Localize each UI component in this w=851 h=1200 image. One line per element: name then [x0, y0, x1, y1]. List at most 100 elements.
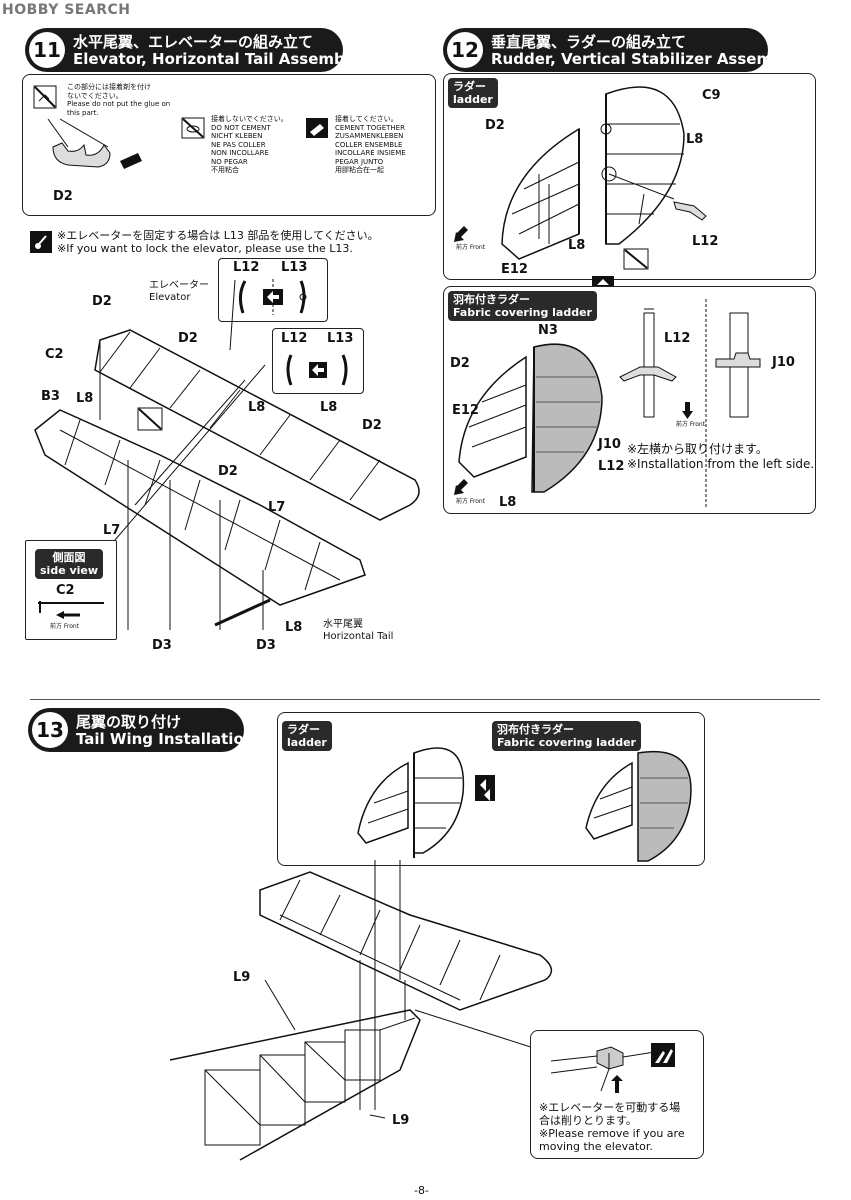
lock-note-jp: ※エレベーターを固定する場合は L13 部品を使用してください。: [57, 229, 379, 242]
step12-label-l8-a: L8: [686, 132, 704, 147]
step12-label-e12: E12: [501, 262, 528, 277]
cement-together-fr: COLLER ENSEMBLE: [335, 140, 403, 149]
cement-together-es: PEGAR JUNTO: [335, 157, 384, 166]
step11-banner: 11 水平尾翼、エレベーターの組み立て Elevator, Horizontal…: [25, 28, 360, 72]
step12-install-note-en: ※Installation from the left side.: [627, 457, 815, 471]
watermark-text: HOBBY SEARCH: [2, 2, 131, 18]
step11-title-en: Elevator, Horizontal Tail Assembly: [73, 50, 360, 68]
section-separator: [30, 699, 820, 700]
label-l8-c: L8: [320, 400, 338, 415]
step11-number: 11: [29, 32, 65, 68]
step12-ladder-en: ladder: [453, 93, 493, 106]
label-b3: B3: [41, 389, 60, 404]
label-l7-a: L7: [268, 500, 286, 515]
cement-together-jp: 接着してください。: [335, 115, 398, 123]
part-d2-drawing: [38, 117, 142, 169]
remove-note-line1: ※エレベーターを可動する場: [539, 1101, 681, 1114]
page-number: -8-: [414, 1184, 429, 1197]
glue-note-line2: ないでください。: [67, 91, 123, 100]
side-view-en: side view: [40, 564, 99, 577]
label-d3-b: D3: [256, 638, 276, 653]
step12-fabric-tag: 羽布付きラダー Fabric covering ladder: [448, 291, 597, 321]
step12-label-l12: L12: [692, 234, 719, 249]
side-view-jp: 側面図: [52, 551, 86, 564]
step12-fabric-l8: L8: [499, 495, 517, 510]
inset-bottom-l13: L13: [327, 331, 354, 346]
horizontal-tail-label-jp: 水平尾翼: [323, 619, 363, 630]
step13-top-panel: ラダー ladder 羽布付きラダー Fabric covering ladde…: [277, 712, 705, 866]
step12-fabric-j10-detail: J10: [772, 355, 795, 370]
do-not-cement-icon: [181, 117, 205, 139]
step12-fabric-d2: D2: [450, 356, 470, 371]
cement-together-zh: 用膠粘合在一起: [335, 166, 384, 174]
do-not-cement-it: NON INCOLLARE: [211, 149, 269, 157]
rudder-frame-drawing: [454, 74, 814, 279]
label-l7-b: L7: [103, 523, 121, 538]
side-view-front-label: 前方 Front: [50, 623, 80, 630]
step12-front-label-a: 前方 Front: [456, 244, 486, 251]
remove-part-drawing: [531, 1031, 703, 1093]
side-view-c2: C2: [56, 583, 75, 598]
step13-ladder-jp: ラダー: [287, 723, 320, 736]
step13-remove-inset: ※エレベーターを可動する場 合は削りとります。 ※Please remove i…: [530, 1030, 704, 1159]
glue-note-line1: この部分には接着剤を付け: [67, 83, 151, 91]
step13-number: 13: [32, 712, 68, 748]
step13-label-l9-b: L9: [392, 1113, 410, 1128]
do-not-cement-en: DO NOT CEMENT: [211, 123, 271, 132]
remove-note-line4: moving the elevator.: [539, 1140, 653, 1153]
step12-install-note-jp: ※左横から取り付けます。: [627, 442, 768, 456]
label-d3-a: D3: [152, 638, 172, 653]
step12-banner: 12 垂直尾翼、ラダーの組み立て Rudder, Vertical Stabil…: [443, 28, 798, 72]
step13-fabric-tag: 羽布付きラダー Fabric covering ladder: [492, 721, 641, 751]
step13-ladder-en: ladder: [287, 736, 327, 749]
l12-l13-swap-drawing-2: [277, 351, 359, 389]
fabric-rudder-drawing: [454, 287, 815, 513]
label-l8-a: L8: [76, 391, 94, 406]
do-not-cement-zh: 不用粘合: [211, 166, 239, 174]
step13-title-jp: 尾翼の取り付け: [76, 713, 182, 731]
step13-banner: 13 尾翼の取り付け Tail Wing Installation: [28, 708, 254, 752]
step12-label-d2: D2: [485, 118, 505, 133]
step13-fabric-jp: 羽布付きラダー: [497, 723, 574, 736]
l12-l13-inset-bottom: L12 L13: [272, 328, 364, 394]
do-not-cement-de: NICHT KLEBEN: [211, 132, 263, 140]
inset-bottom-l12: L12: [281, 331, 308, 346]
watermark-logo: HOBBY SEARCH: [2, 2, 130, 18]
side-view-inset: 側面図 side view C2 前方 Front: [25, 540, 117, 640]
remove-note-line2: 合は削りとります。: [539, 1114, 637, 1127]
l12-l13-swap-drawing: [227, 277, 307, 317]
do-not-cement-es: NO PEGAR: [211, 157, 248, 166]
remove-note-line3: ※Please remove if you are: [539, 1127, 685, 1140]
label-d2-d: D2: [218, 464, 238, 479]
step12-fabric-e12: E12: [452, 403, 479, 418]
step11-glue-panel: この部分には接着剤を付け ないでください。 Please do not put …: [22, 74, 436, 216]
step12-front-label-c: 前方 Front: [676, 421, 706, 428]
step12-title-en: Rudder, Vertical Stabilizer Assembly: [491, 50, 798, 68]
step13-fabric-en: Fabric covering ladder: [497, 736, 636, 749]
elevator-label-en: Elevator: [149, 292, 191, 303]
step12-front-label-b: 前方 Front: [456, 498, 486, 505]
step13-title-en: Tail Wing Installation: [76, 730, 255, 748]
step12-label-l8-b: L8: [568, 238, 586, 253]
label-d2-c: D2: [362, 418, 382, 433]
do-not-cement-jp: 接着しないでください。: [211, 115, 288, 123]
label-d2-b: D2: [178, 331, 198, 346]
step12-fabric-jp: 羽布付きラダー: [453, 293, 530, 306]
step12-label-c9: C9: [702, 88, 721, 103]
no-glue-icon: [33, 85, 57, 109]
step12-fabric-j10: J10: [598, 437, 621, 452]
step12-fabric-panel: 羽布付きラダー Fabric covering ladder N3 D2 E12…: [443, 286, 816, 514]
trim-icon: [651, 1043, 675, 1067]
glue-note-line4: this part.: [67, 108, 99, 117]
label-l8-d: L8: [285, 620, 303, 635]
l12-l13-inset-top: L12 L13: [218, 258, 328, 322]
glue-panel-d2-label: D2: [53, 189, 73, 204]
step13-rudder-drawings: [278, 713, 704, 865]
step13-assembly-drawing: [160, 860, 720, 1180]
elevator-label-jp: エレベーター: [149, 280, 209, 291]
step12-fabric-en: Fabric covering ladder: [453, 306, 592, 319]
step12-fabric-n3: N3: [538, 323, 558, 338]
cement-together-de: ZUSAMMENKLEBEN: [335, 132, 404, 140]
step12-fabric-l12: L12: [598, 459, 625, 474]
label-l8-b: L8: [248, 400, 266, 415]
